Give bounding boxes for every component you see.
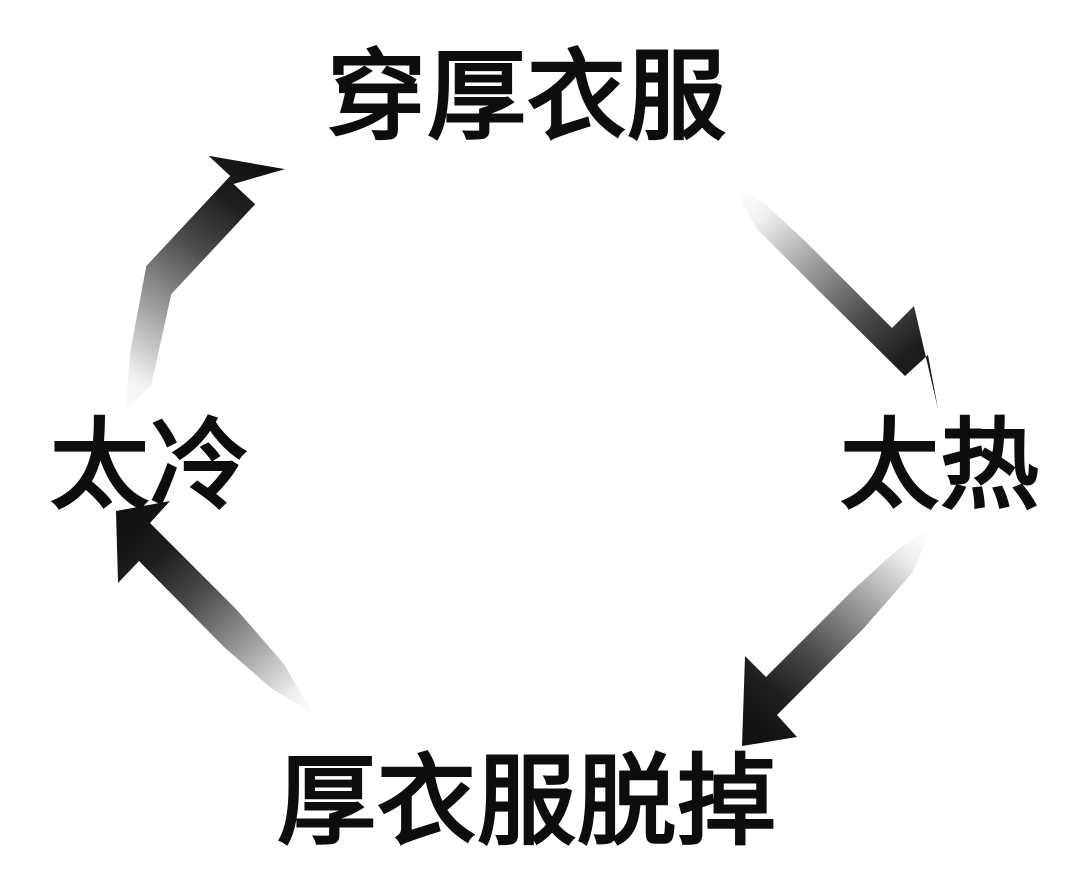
arrow-hot-to-takeoff xyxy=(742,525,934,746)
node-label-take-off-thick-clothes: 厚衣服脱掉 xyxy=(277,744,777,860)
node-label-wear-thick-clothes: 穿厚衣服 xyxy=(327,39,727,155)
arrow-wear-to-hot xyxy=(731,186,938,409)
node-label-too-cold: 太冷 xyxy=(50,408,250,524)
arrow-cold-to-wear xyxy=(124,155,286,415)
node-label-too-hot: 太热 xyxy=(840,408,1040,524)
arrow-takeoff-to-cold xyxy=(116,501,313,714)
